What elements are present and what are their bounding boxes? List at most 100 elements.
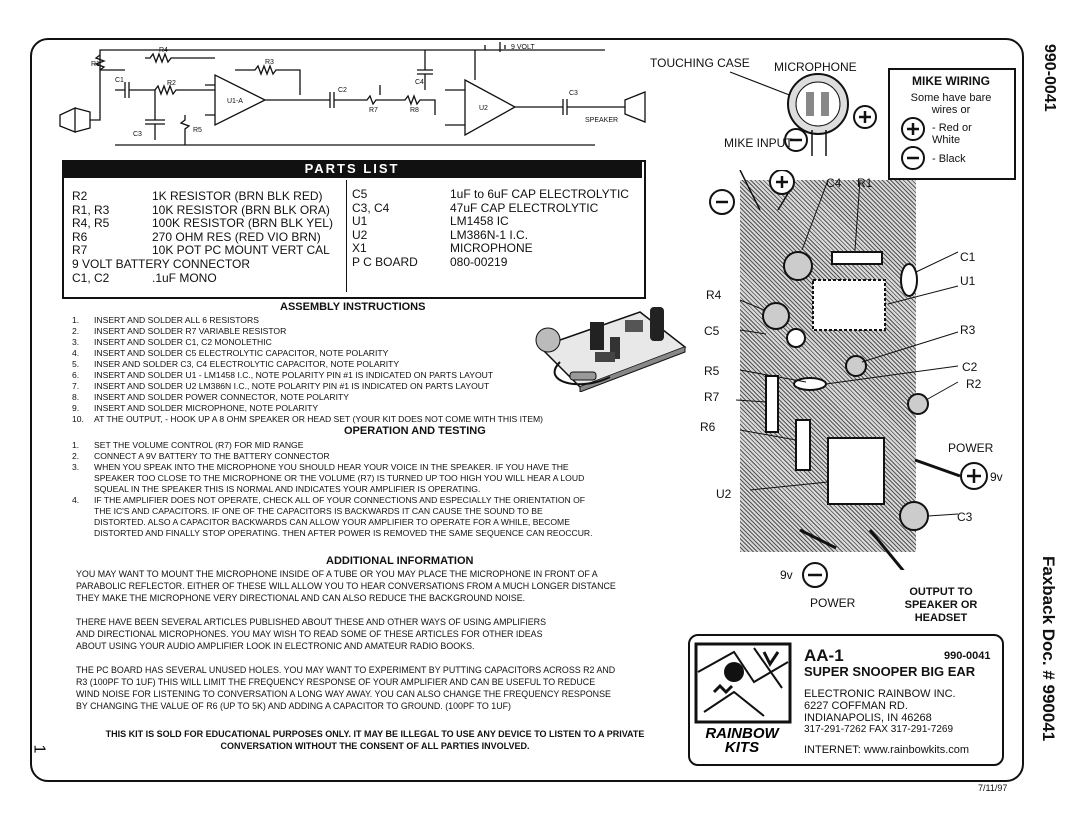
plus-icon [901, 117, 925, 141]
schem-label-u1a: U1-A [227, 98, 243, 105]
label-output: OUTPUT TO SPEAKER OR HEADSET [904, 586, 978, 624]
schem-label-c3-right: C3 [569, 90, 578, 97]
mike-wiring-box [888, 68, 1016, 180]
logo-text-kits: KITS [725, 739, 759, 754]
microphone-drawing [729, 71, 877, 156]
list-item: 4.INSERT AND SOLDER C5 ELECTROLYTIC CAPA… [72, 348, 389, 358]
label-c2: C2 [962, 360, 978, 374]
assembly-title: ASSEMBLY INSTRUCTIONS [280, 301, 426, 313]
label-9v-minus: 9v [780, 568, 793, 582]
list-item: 3.WHEN YOU SPEAK INTO THE MICROPHONE YOU… [72, 462, 569, 472]
parts-row: C1, C2.1uF MONO [72, 270, 217, 285]
list-item: 8.INSERT AND SOLDER POWER CONNECTOR, NOT… [72, 392, 349, 402]
label-microphone: MICROPHONE [774, 60, 857, 74]
kit-model: AA-1 [804, 646, 844, 665]
list-item: THE IC'S AND CAPACITORS. IF ONE OF THE C… [94, 506, 543, 516]
parts-divider [346, 180, 347, 292]
schem-label-speaker: SPEAKER [585, 117, 618, 124]
doc-number-vertical: 990-0041 [1041, 44, 1058, 112]
logo-text-rainbow: RAINBOW [705, 725, 780, 742]
mike-wiring-note: Some have bare wires or [910, 92, 992, 116]
list-item: 9.INSERT AND SOLDER MICROPHONE, NOTE POL… [72, 403, 319, 413]
label-9v-plus: 9v [990, 470, 1003, 484]
kit-number: 990-0041 [944, 650, 991, 662]
schem-label-c1: C1 [115, 77, 124, 84]
list-item: DISTORTED AND FINALLY STOP OPERATING. TH… [94, 528, 593, 538]
page-number: 1 [30, 744, 48, 754]
label-u2: U2 [716, 487, 732, 501]
label-power-bottom: POWER [810, 596, 856, 610]
additional-title: ADDITIONAL INFORMATION [326, 555, 474, 567]
legal-disclaimer: THIS KIT IS SOLD FOR EDUCATIONAL PURPOSE… [105, 729, 645, 751]
list-item: 2.CONNECT A 9V BATTERY TO THE BATTERY CO… [72, 451, 330, 461]
parts-row: 9 VOLT BATTERY CONNECTOR [72, 256, 251, 271]
mike-wiring-minus-text: - Black [932, 153, 966, 165]
label-r2: R2 [966, 377, 982, 391]
label-r7: R7 [704, 390, 720, 404]
list-item: 6.INSERT AND SOLDER U1 - LM1458 I.C., NO… [72, 370, 494, 380]
label-c5: C5 [704, 324, 720, 338]
mike-wiring-plus-text: - Red or White [932, 122, 972, 146]
list-item: 5.INSER AND SOLDER C3, C4 ELECTROLYTIC C… [72, 359, 400, 369]
schem-label-c2: C2 [338, 87, 347, 94]
schem-label-r1: R1 [91, 61, 100, 68]
label-r6: R6 [700, 420, 716, 434]
kit-info-box [688, 634, 1004, 766]
circuit-schematic: R1 C1 R4 R2 R3 U1-A C3 R5 C2 R7 R8 C4 U2… [59, 42, 646, 146]
list-item: 7.INSERT AND SOLDER U2 LM386N I.C., NOTE… [72, 381, 490, 391]
label-c3: C3 [957, 510, 973, 524]
company-address: ELECTRONIC RAINBOW INC. 6227 COFFMAN RD.… [804, 688, 956, 735]
minus-icon [901, 146, 925, 170]
kit-name: SUPER SNOOPER BIG EAR [804, 664, 976, 679]
assembled-kit-illustration [535, 307, 687, 392]
label-c4: C4 [826, 176, 842, 190]
assembly-steps: 1.INSERT AND SOLDER ALL 6 RESISTORS 2.IN… [72, 315, 543, 425]
additional-paragraph-3: THE PC BOARD HAS SEVERAL UNUSED HOLES. Y… [76, 665, 616, 711]
label-touching-case: TOUCHING CASE [650, 56, 750, 70]
page-frame [30, 38, 1024, 782]
list-item: DISTORTED. ALSO A CAPACITOR BACKWARDS CA… [94, 517, 570, 527]
schem-label-r7: R7 [369, 107, 378, 114]
label-power-top: POWER [948, 441, 994, 455]
mike-wiring-title: MIKE WIRING [912, 74, 990, 88]
list-item: 10.AT THE OUTPUT, - HOOK UP A 8 OHM SPEA… [72, 414, 544, 424]
schem-label-r3: R3 [265, 59, 274, 66]
list-item: SQUEAL IN THE SPEAKER THIS IS NORMAL AND… [94, 484, 481, 494]
label-c1: C1 [960, 250, 976, 264]
label-u1: U1 [960, 274, 976, 288]
additional-paragraph-2: THERE HAVE BEEN SEVERAL ARTICLES PUBLISH… [76, 617, 546, 651]
label-r3: R3 [960, 323, 976, 337]
schem-label-c3-left: C3 [133, 131, 142, 138]
operation-steps: 1.SET THE VOLUME CONTROL (R7) FOR MID RA… [72, 440, 593, 539]
list-item: 2.INSERT AND SOLDER R7 VARIABLE RESISTOR [72, 326, 287, 336]
list-item: 1.SET THE VOLUME CONTROL (R7) FOR MID RA… [72, 440, 304, 450]
power-minus-icon [802, 562, 828, 588]
pcb-component-layout [709, 170, 988, 570]
label-r4: R4 [706, 288, 722, 302]
schem-label-r4: R4 [159, 47, 168, 54]
label-r5: R5 [704, 364, 720, 378]
parts-list-title: PARTS LIST [62, 160, 642, 178]
list-item: 4.IF THE AMPLIFIER DOES NOT OPERATE, CHE… [72, 495, 586, 505]
additional-paragraph-1: YOU MAY WANT TO MOUNT THE MICROPHONE INS… [76, 569, 616, 603]
schem-label-r2: R2 [167, 80, 176, 87]
schem-label-r5: R5 [193, 127, 202, 134]
revision-date: 7/11/97 [978, 783, 1008, 793]
schem-label-c4: C4 [415, 79, 424, 86]
schem-label-9volt: 9 VOLT [511, 44, 535, 51]
list-item: 1.INSERT AND SOLDER ALL 6 RESISTORS [72, 315, 259, 325]
schem-label-u2: U2 [479, 105, 488, 112]
